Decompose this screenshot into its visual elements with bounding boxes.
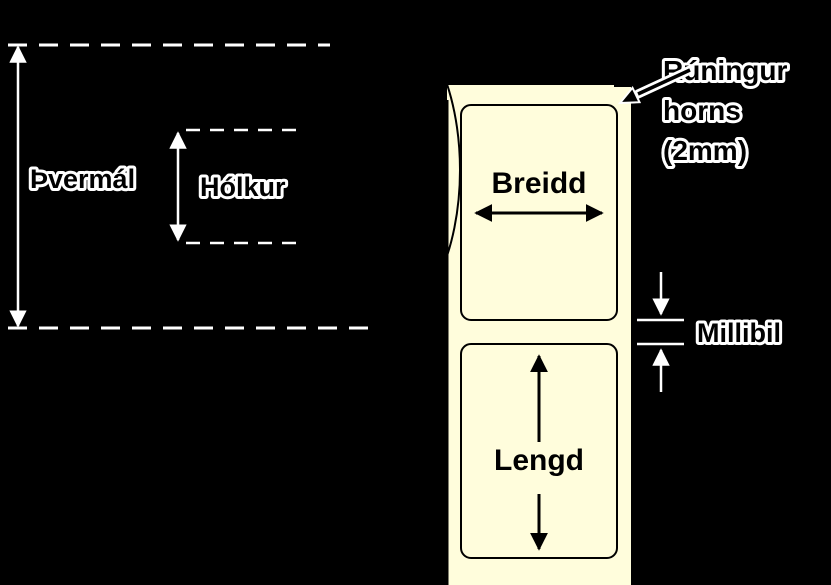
gap-label: Millibil — [697, 318, 781, 348]
diameter-label: Þvermál — [30, 164, 135, 194]
label-length — [460, 343, 618, 559]
corner-note-line3: (2mm) — [663, 135, 747, 166]
corner-note-line2: horns — [663, 95, 741, 126]
corner-arrow-head — [617, 85, 642, 105]
length-label: Lengd — [494, 444, 584, 477]
core-label: Hólkur — [200, 172, 286, 202]
width-label: Breidd — [491, 167, 586, 200]
corner-arrow-line — [637, 68, 691, 96]
label-width — [460, 104, 618, 321]
